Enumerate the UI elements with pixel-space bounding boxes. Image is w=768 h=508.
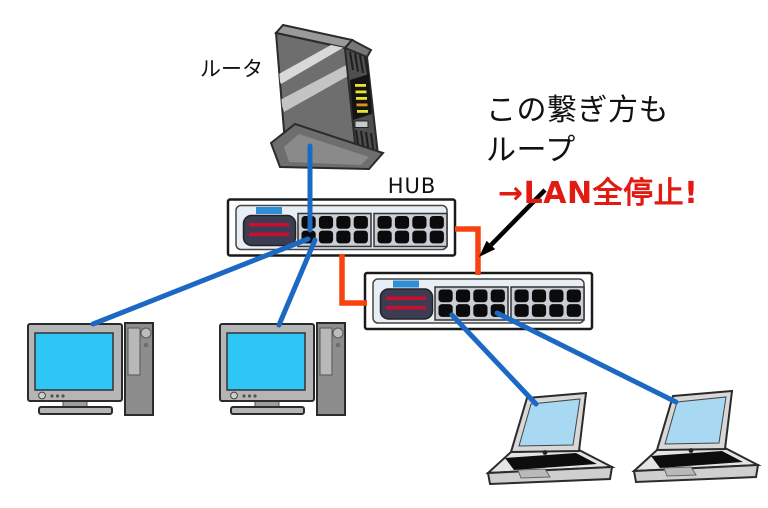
router-led (355, 90, 367, 94)
router-led (356, 103, 368, 107)
router-led (357, 110, 368, 113)
cable-hub1-pc1 (90, 236, 311, 327)
router-led (356, 97, 367, 100)
hub-2 (363, 271, 594, 331)
desktop-pc-2 (219, 322, 346, 416)
loop-pointer-arrow (479, 188, 547, 257)
router-label: ルータ (200, 57, 263, 81)
cable-hub2-laptop2 (494, 310, 679, 405)
router (269, 23, 385, 171)
loop-cable-2 (339, 254, 367, 306)
lan-warning-text: →LAN全停止! (498, 176, 698, 211)
cable-hub1-pc2 (276, 237, 318, 328)
router-vents (349, 51, 369, 76)
blue-cables (90, 143, 679, 407)
annotation-line-2: ループ (486, 133, 576, 168)
router-led (355, 84, 366, 87)
hub-label: HUB (388, 174, 437, 198)
cable-hub2-laptop1 (449, 312, 539, 407)
arrowhead (479, 240, 496, 257)
desktop-pc-1 (27, 322, 154, 416)
loop-cable-1 (455, 226, 481, 275)
annotation-line-1: この繋ぎ方も (486, 93, 669, 128)
hub-1 (226, 198, 457, 257)
loop-cables (339, 226, 481, 306)
